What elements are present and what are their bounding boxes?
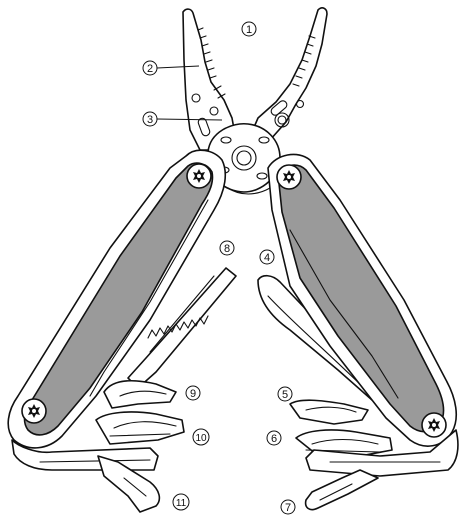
svg-text:4: 4: [264, 252, 270, 264]
callout-1: 1: [242, 22, 256, 36]
svg-text:10: 10: [195, 433, 207, 444]
svg-text:9: 9: [190, 388, 196, 400]
torx-screw-icon: [187, 164, 211, 188]
svg-text:7: 7: [285, 502, 291, 514]
left-handle: [8, 150, 225, 512]
torx-screw-icon: [22, 399, 46, 423]
callout-8: 8: [220, 241, 234, 255]
callout-10: 10: [193, 429, 209, 445]
svg-text:2: 2: [147, 63, 153, 75]
torx-screw-icon: [422, 413, 446, 437]
callout-3: 3: [143, 112, 157, 126]
tool-7: [306, 470, 378, 510]
callout-5: 5: [278, 387, 292, 401]
svg-text:8: 8: [224, 243, 230, 255]
callout-2: 2: [143, 61, 157, 75]
callout-4: 4: [260, 250, 274, 264]
svg-text:11: 11: [176, 498, 187, 509]
callout-7: 7: [281, 500, 295, 514]
svg-text:6: 6: [271, 433, 277, 445]
callout-11: 11: [173, 494, 189, 510]
callout-6: 6: [267, 431, 281, 445]
callout-9: 9: [186, 386, 200, 400]
svg-text:1: 1: [246, 24, 252, 36]
tool-10: [96, 412, 184, 444]
torx-screw-icon: [277, 165, 301, 189]
svg-text:5: 5: [282, 389, 288, 401]
svg-text:3: 3: [147, 114, 153, 126]
